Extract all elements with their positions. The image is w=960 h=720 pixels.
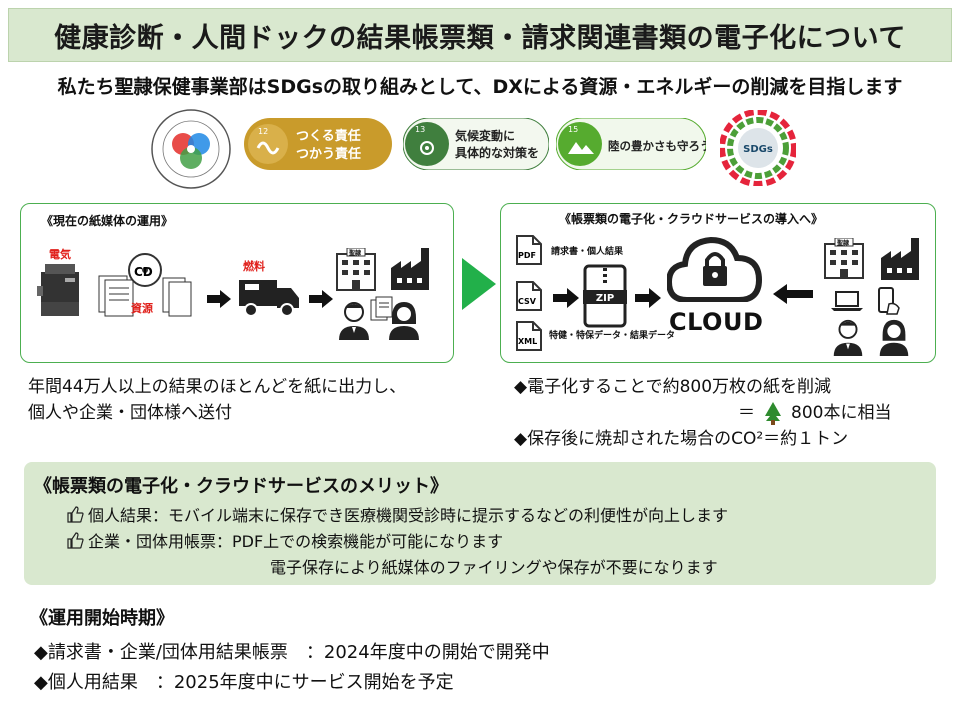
cd-label: CD bbox=[134, 265, 153, 279]
digital-benefits: ◆電子化することで約800万枚の紙を削減 ＝ 800本に相当 ◆保存後に焼却され… bbox=[514, 374, 934, 452]
pdf-file-icon: PDF bbox=[515, 234, 543, 270]
current-description: 年間44万人以上の結果のほとんどを紙に出力し、 個人や企業・団体様へ送付 bbox=[28, 374, 406, 426]
benefit-tree-equivalent: ＝ 800本に相当 bbox=[514, 400, 934, 426]
sdg15-number: 15 bbox=[568, 125, 578, 134]
documents-cd-icon: CD bbox=[93, 252, 193, 328]
label-electricity: 電気 bbox=[49, 248, 71, 261]
sdg12-badge: 12 つくる責任 つかう責任 bbox=[244, 118, 392, 170]
current-paper-panel: 《現在の紙媒体の運用》 電気 CD 資源 燃料 聖隷 bbox=[20, 203, 454, 363]
arrow-cloud-in-icon bbox=[635, 288, 661, 312]
arrow-2-icon bbox=[309, 290, 333, 312]
current-paper-title: 《現在の紙媒体の運用》 bbox=[41, 214, 174, 228]
factory-right-icon bbox=[879, 237, 923, 286]
merit-item-corporate-text: 企業・団体用帳票：PDF上での検索機能が可能になります bbox=[88, 532, 504, 551]
file-xml-label: XML bbox=[518, 337, 537, 346]
building-label-right: 聖隷 bbox=[837, 240, 850, 247]
page-title: 健康診断・人間ドックの結果帳票類・請求関連書類の電子化について bbox=[8, 8, 952, 62]
digital-cloud-title: 《帳票類の電子化・クラウドサービスの導入へ》 bbox=[559, 212, 824, 226]
benefit-paper-reduction: ◆電子化することで約800万枚の紙を削減 bbox=[514, 377, 832, 397]
merit-item-storage: 電子保存により紙媒体のファイリングや保存が不要になります bbox=[270, 558, 718, 577]
digital-cloud-panel: 《帳票類の電子化・クラウドサービスの導入へ》 PDF 請求書・個人結果 CSV … bbox=[500, 203, 936, 363]
sdg13-line2: 具体的な対策を bbox=[455, 145, 539, 160]
current-description-line1: 年間44万人以上の結果のほとんどを紙に出力し、 bbox=[28, 377, 407, 397]
schedule-item-personal: ◆個人用結果 ：2025年度中にサービス開始を予定 bbox=[34, 672, 454, 693]
documents-received-icon bbox=[369, 296, 395, 326]
truck-icon bbox=[239, 276, 301, 324]
label-xml-data: 特健・特保データ・結果データ bbox=[549, 331, 676, 341]
arrow-zip-in-icon bbox=[553, 288, 579, 312]
sdg12-line1: つくる責任 bbox=[296, 128, 361, 144]
schedule-title: 《運用開始時期》 bbox=[30, 608, 174, 629]
sdg13-line1: 気候変動に bbox=[455, 128, 515, 143]
label-resources: 資源 bbox=[131, 302, 153, 315]
cloud-lock-icon bbox=[665, 230, 763, 306]
sdg12-number: 12 bbox=[258, 127, 268, 136]
zip-label: ZIP bbox=[596, 293, 614, 304]
office-building-icon bbox=[333, 247, 379, 296]
sdg13-number: 13 bbox=[415, 125, 425, 134]
equals-sign: ＝ bbox=[738, 403, 755, 423]
sdg15-line1: 陸の豊かさも守ろう bbox=[608, 139, 706, 153]
sdg13-badge: 13 気候変動に 具体的な対策を bbox=[402, 117, 550, 171]
xml-file-icon: XML bbox=[515, 320, 543, 356]
file-csv-label: CSV bbox=[518, 297, 537, 306]
csv-file-icon: CSV bbox=[515, 280, 543, 316]
merit-item-corporate: 企業・団体用帳票：PDF上での検索機能が可能になります bbox=[66, 528, 503, 552]
person-woman-icon bbox=[387, 300, 421, 344]
sdg12-line2: つかう責任 bbox=[296, 146, 361, 162]
merit-item-personal-text: 個人結果：モバイル端末に保存でき医療機関受診時に提示するなどの利便性が向上します bbox=[88, 506, 729, 525]
label-pdf-docs: 請求書・個人結果 bbox=[551, 247, 624, 257]
cloud-label: CLOUD bbox=[669, 308, 764, 336]
factory-icon bbox=[389, 247, 433, 296]
current-description-line2: 個人や企業・団体様へ送付 bbox=[28, 403, 232, 423]
sdgs-wheel-label: SDGs bbox=[743, 144, 773, 155]
laptop-icon bbox=[831, 290, 863, 316]
schedule-item-billing: ◆請求書・企業/団体用結果帳票 ：2024年度中の開始で開発中 bbox=[34, 642, 550, 663]
copier-icon bbox=[37, 262, 83, 324]
person-woman-right-icon bbox=[877, 318, 911, 360]
merit-title: 《帳票類の電子化・クラウドサービスのメリット》 bbox=[34, 476, 448, 497]
thumbs-up-icon bbox=[67, 506, 84, 523]
zip-icon: ZIP bbox=[583, 264, 627, 332]
arrow-cloud-out-icon bbox=[773, 284, 813, 308]
person-man-icon bbox=[337, 300, 371, 344]
thumbs-up-icon bbox=[67, 532, 84, 549]
sdgs-wheel-logo: SDGs bbox=[719, 109, 797, 187]
smartphone-hand-icon bbox=[873, 286, 903, 320]
benefit-co2: ◆保存後に焼却された場合のCO²＝約１トン bbox=[514, 429, 849, 449]
arrow-1-icon bbox=[207, 290, 231, 312]
label-fuel: 燃料 bbox=[243, 260, 265, 273]
merit-item-personal: 個人結果：モバイル端末に保存でき医療機関受診時に提示するなどの利便性が向上します bbox=[66, 502, 728, 526]
seirei-seal-logo bbox=[150, 108, 232, 190]
office-building-right-icon bbox=[821, 237, 867, 284]
transition-arrow-icon bbox=[458, 258, 498, 314]
building-label-left: 聖隷 bbox=[349, 250, 362, 257]
sdg15-badge: 15 陸の豊かさも守ろう bbox=[555, 117, 712, 171]
tree-icon bbox=[765, 402, 781, 425]
merit-box: 《帳票類の電子化・クラウドサービスのメリット》 個人結果：モバイル端末に保存でき… bbox=[24, 462, 936, 585]
person-man-right-icon bbox=[831, 318, 865, 360]
page-subtitle: 私たち聖隷保健事業部はSDGsの取り組みとして、DXによる資源・エネルギーの削減… bbox=[57, 76, 903, 98]
file-pdf-label: PDF bbox=[518, 251, 536, 260]
tree-equivalent-text: 800本に相当 bbox=[791, 403, 892, 423]
